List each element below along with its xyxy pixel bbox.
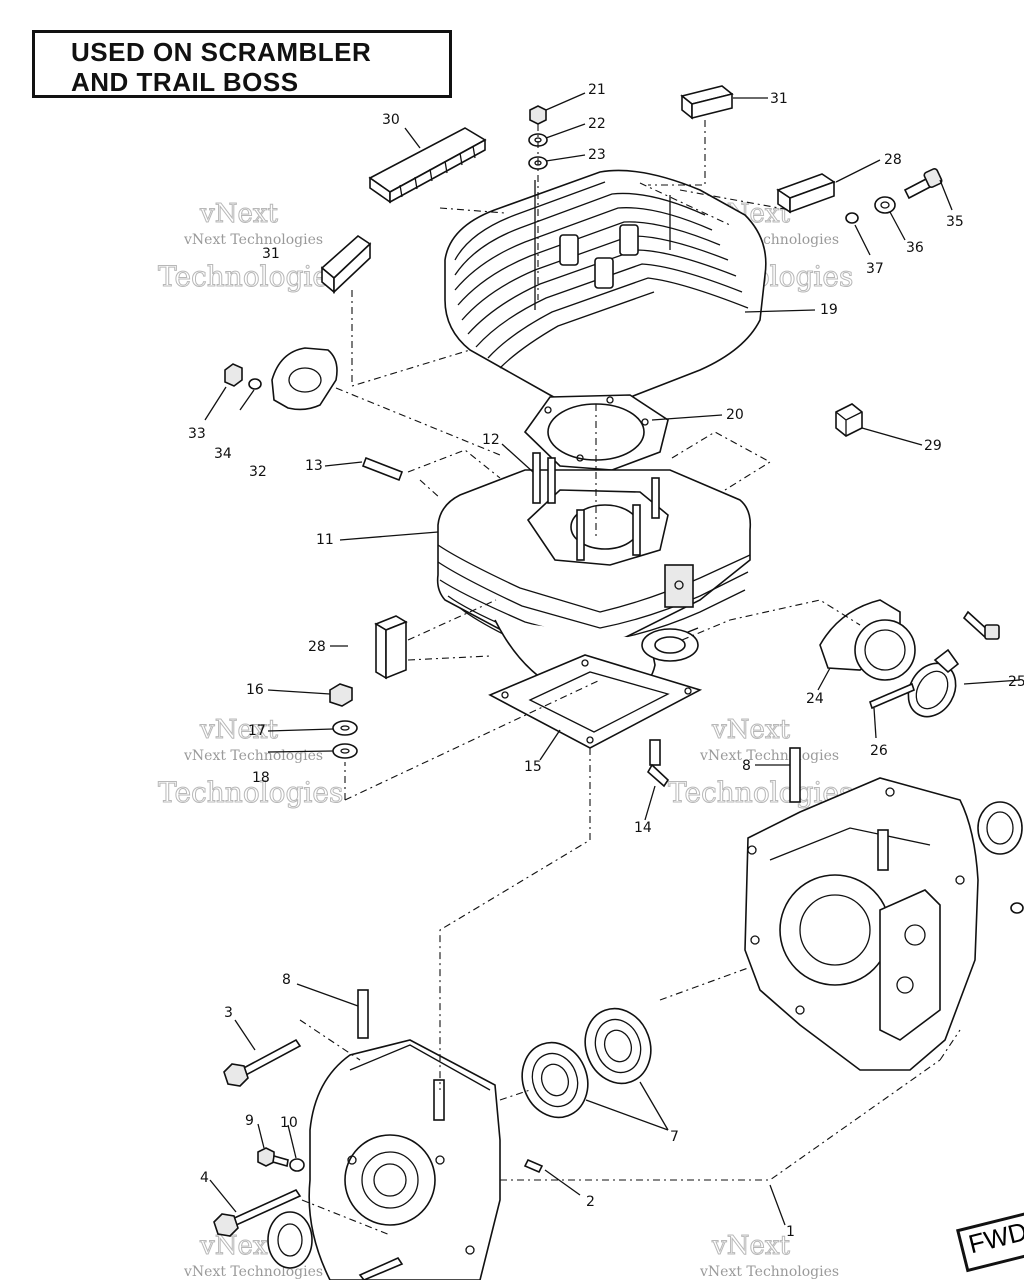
- callout-13: 13: [305, 458, 323, 474]
- callout-14: 14: [634, 820, 652, 836]
- base-gasket: [488, 654, 703, 749]
- bolt-3: [223, 1038, 302, 1087]
- callout-16: 16: [246, 682, 264, 698]
- callout-12: 12: [482, 432, 500, 448]
- callout-28-top: 28: [884, 152, 902, 168]
- bolt-9-washer-10: [257, 1147, 305, 1172]
- wire-clip-31-left: [320, 234, 372, 294]
- callout-32: 32: [249, 464, 267, 480]
- watermark-group-1: vNext vNext Technologies Technologies: [158, 199, 344, 294]
- stud-13: [361, 456, 404, 482]
- callout-30: 30: [382, 112, 400, 128]
- callout-36: 36: [906, 240, 924, 256]
- callout-25: 25: [1008, 674, 1024, 690]
- wire-clip-31-top: [680, 85, 734, 120]
- wire-clip-30: [368, 127, 487, 204]
- callout-3: 3: [224, 1005, 233, 1021]
- bolt-washer-set-35-37: [845, 167, 943, 224]
- callout-8-left: 8: [282, 972, 291, 988]
- watermark-large: vNext: [199, 1231, 278, 1261]
- callout-22: 22: [588, 116, 606, 132]
- watermark-large: vNext: [199, 715, 278, 745]
- callout-23: 23: [588, 147, 606, 163]
- crankcase-left-half: [308, 989, 501, 1280]
- callout-4: 4: [200, 1170, 209, 1186]
- wire-clip-28-left: [374, 615, 408, 680]
- watermark-large: Technologies: [158, 260, 343, 293]
- callout-labels: 21 22 23 31 30 28 35 36 37 31 19 33 34 3…: [188, 82, 1024, 1240]
- head-nut-washers: [528, 105, 548, 170]
- watermark-group-4: vNext vNext Technologies Technologies: [668, 715, 854, 810]
- watermark-large: vNext: [199, 199, 278, 229]
- watermark-text: vNext Technologies: [183, 232, 323, 248]
- callout-33: 33: [188, 426, 206, 442]
- callout-19: 19: [820, 302, 838, 318]
- watermark-group-6: vNext vNext Technologies: [699, 1231, 839, 1280]
- bolt-bottom: [358, 1256, 404, 1280]
- cylinder: [436, 469, 752, 696]
- callout-1: 1: [786, 1224, 795, 1240]
- title-box: USED ON SCRAMBLER AND TRAIL BOSS: [32, 30, 452, 98]
- bearing-left: [521, 1041, 589, 1119]
- callout-31-left: 31: [262, 246, 280, 262]
- callout-20: 20: [726, 407, 744, 423]
- callout-17: 17: [248, 723, 266, 739]
- nut-washer-stack: [329, 683, 358, 759]
- bolt-4: [213, 1188, 302, 1237]
- callout-34: 34: [214, 446, 232, 462]
- dowel-pin-2: [523, 1158, 544, 1174]
- watermark-text: vNext Technologies: [183, 1264, 323, 1280]
- watermark-large: vNext: [711, 715, 790, 745]
- callout-9: 9: [245, 1113, 254, 1129]
- callout-11: 11: [316, 532, 334, 548]
- watermark-text: vNext Technologies: [183, 748, 323, 764]
- title-line-1: USED ON SCRAMBLER: [71, 37, 372, 67]
- watermark-text: vNext Technologies: [699, 748, 839, 764]
- block-29: [835, 403, 863, 437]
- manifold-flange-set: [224, 347, 338, 411]
- callout-29: 29: [924, 438, 942, 454]
- callout-8-right: 8: [742, 758, 751, 774]
- callout-15: 15: [524, 759, 542, 775]
- title-line-2: AND TRAIL BOSS: [71, 67, 299, 97]
- watermark-large: Technologies: [158, 776, 343, 809]
- callout-31-top: 31: [770, 91, 788, 107]
- seal-ring: [267, 1211, 313, 1269]
- callout-37: 37: [866, 261, 884, 277]
- callout-28-left: 28: [308, 639, 326, 655]
- callout-10: 10: [280, 1115, 298, 1131]
- watermark-text: vNext Technologies: [699, 1264, 839, 1280]
- crankcase-right-half: [744, 747, 1024, 1071]
- watermark-large: vNext: [711, 1231, 790, 1261]
- callout-21: 21: [588, 82, 606, 98]
- leader-lines: [204, 92, 1021, 1226]
- callout-26: 26: [870, 743, 888, 759]
- cylinder-head: [444, 169, 767, 408]
- callout-18: 18: [252, 770, 270, 786]
- wire-clip-28-top: [776, 173, 836, 214]
- assembly-dashed-lines: [299, 120, 961, 1236]
- callout-7: 7: [670, 1129, 679, 1145]
- intake-manifold: [819, 599, 1000, 718]
- fitting-14: [646, 739, 670, 788]
- callout-35: 35: [946, 214, 964, 230]
- bearing-right: [584, 1007, 652, 1085]
- callout-2: 2: [586, 1194, 595, 1210]
- callout-24: 24: [806, 691, 824, 707]
- cylinder-studs: [532, 452, 660, 561]
